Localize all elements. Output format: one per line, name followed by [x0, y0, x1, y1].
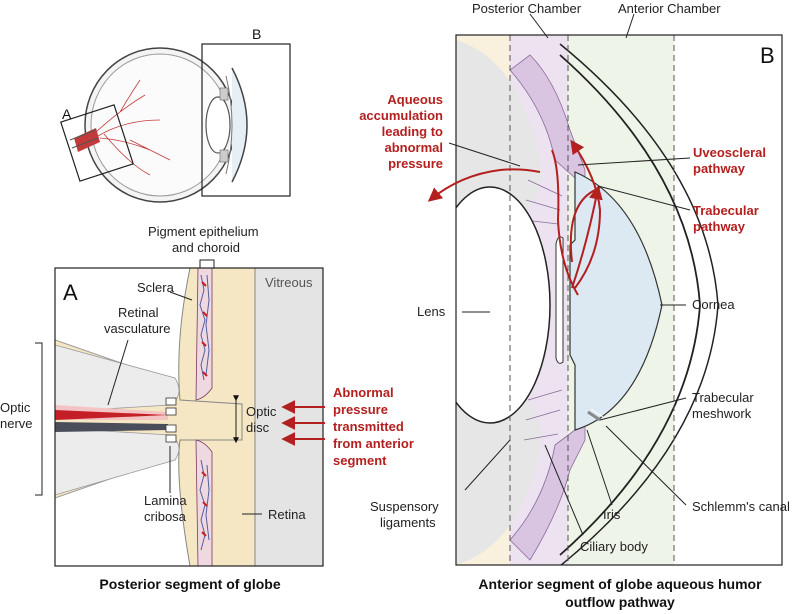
caption-panel-a: Posterior segment of globe — [99, 576, 280, 592]
panel-b-letter: B — [760, 43, 775, 68]
label-suspensory-1: Suspensory — [370, 499, 439, 514]
panel-b: B Posterior Chamber Anterior Chamber Len… — [359, 1, 790, 610]
pressure-line-4: from anterior — [333, 436, 414, 451]
label-pigment-epithelium: Pigment epithelium — [148, 224, 259, 239]
pressure-line-1: Abnormal — [333, 385, 394, 400]
label-lamina-1: Lamina — [144, 493, 187, 508]
label-lens: Lens — [417, 304, 446, 319]
overview-label-b: B — [252, 26, 261, 42]
label-schlemms-canal: Schlemm's canal — [692, 499, 790, 514]
label-suspensory-2: ligaments — [380, 515, 436, 530]
label-iris: Iris — [603, 507, 621, 522]
panel-a-letter: A — [63, 280, 78, 305]
trabecular-pathway-line-2: pathway — [693, 219, 746, 234]
caption-panel-b-line2: outflow pathway — [565, 594, 675, 610]
label-optic-nerve-2: nerve — [0, 416, 33, 431]
pressure-line-2: pressure — [333, 402, 388, 417]
label-retina: Retina — [268, 507, 306, 522]
aqueous-line-1: Aqueous — [387, 92, 443, 107]
label-cornea: Cornea — [692, 297, 735, 312]
label-trabecular-meshwork-1: Trabecular — [692, 390, 754, 405]
label-optic-disc-2: disc — [246, 420, 270, 435]
uveoscleral-line-1: Uveoscleral — [693, 145, 766, 160]
pressure-arrows — [281, 400, 325, 446]
label-sclera: Sclera — [137, 280, 175, 295]
label-ciliary-body: Ciliary body — [580, 539, 648, 554]
caption-panel-b-line1: Anterior segment of globe aqueous humor — [478, 576, 762, 592]
label-trabecular-meshwork-2: meshwork — [692, 406, 752, 421]
label-retinal-vasculature-1: Retinal — [118, 305, 159, 320]
aqueous-line-5: pressure — [388, 156, 443, 171]
label-retinal-vasculature-2: vasculature — [104, 321, 170, 336]
label-posterior-chamber: Posterior Chamber — [472, 1, 582, 16]
pressure-line-5: segment — [333, 453, 387, 468]
label-optic-disc-1: Optic — [246, 404, 277, 419]
label-vitreous: Vitreous — [265, 275, 313, 290]
overview-eye: A B — [60, 26, 291, 203]
pressure-line-3: transmitted — [333, 419, 404, 434]
label-lamina-2: cribosa — [144, 509, 187, 524]
trabecular-pathway-line-1: Trabecular — [693, 203, 759, 218]
uveoscleral-line-2: pathway — [693, 161, 746, 176]
label-anterior-chamber: Anterior Chamber — [618, 1, 721, 16]
overview-label-a: A — [62, 106, 72, 122]
aqueous-line-3: leading to — [382, 124, 443, 139]
label-optic-nerve-1: Optic — [0, 400, 31, 415]
aqueous-line-4: abnormal — [384, 140, 443, 155]
aqueous-line-2: accumulation — [359, 108, 443, 123]
panel-a: A Pigment epithelium and choroid Vitreou… — [0, 224, 414, 592]
label-and-choroid: and choroid — [172, 240, 240, 255]
